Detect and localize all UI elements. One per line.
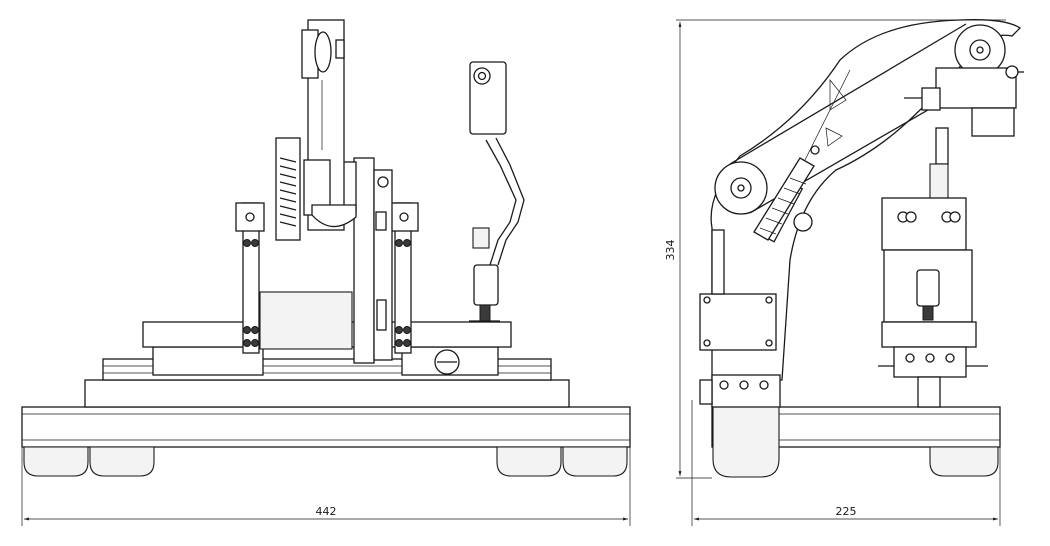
front-base-block: [84, 379, 570, 408]
side-camera: [904, 65, 1024, 205]
front-right-post: [389, 202, 419, 354]
side-belt: [714, 23, 1006, 215]
front-carriages: [152, 346, 499, 376]
side-motor-block: [699, 229, 777, 351]
front-central-tower: [339, 157, 393, 364]
height-dimension: 334: [664, 19, 1006, 479]
front-feet: [23, 446, 628, 477]
side-view: [699, 19, 1024, 478]
side-column: [878, 197, 988, 408]
front-left-post: [235, 202, 265, 354]
front-base-plate: [21, 406, 631, 448]
side-carriage: [699, 374, 781, 408]
height-label: 334: [664, 240, 677, 261]
front-spring: [275, 137, 301, 241]
front-camera-arm: [469, 61, 525, 322]
front-arm: [301, 19, 357, 231]
side-base: [711, 406, 1001, 478]
front-width-dimension: 442: [21, 447, 631, 526]
front-motor: [259, 291, 353, 350]
front-view: [21, 19, 631, 477]
side-width-label: 225: [836, 505, 857, 518]
side-spring: [753, 145, 820, 241]
front-width-label: 442: [316, 505, 337, 518]
side-width-dimension: 225: [691, 400, 1001, 526]
